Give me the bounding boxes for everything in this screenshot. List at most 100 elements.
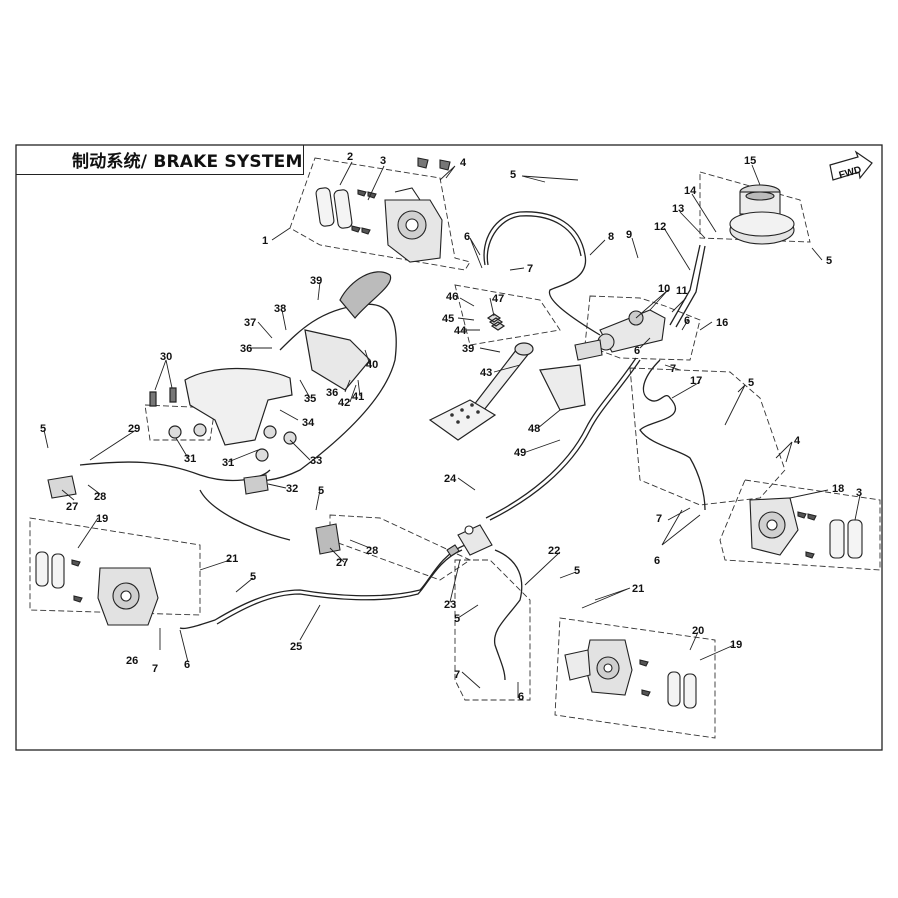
rear-brake-line-b [485, 357, 637, 519]
callout-29: 29 [128, 423, 140, 435]
brake-pad [667, 671, 681, 707]
callout-5: 5 [826, 255, 832, 267]
callout-9: 9 [626, 229, 632, 241]
title-box: 制动系统/ BRAKE SYSTEM [16, 145, 304, 175]
callout-5: 5 [318, 485, 324, 497]
pedal-arm [469, 344, 531, 416]
rear-left-caliper-group [29, 517, 201, 616]
callout-2: 2 [347, 151, 353, 163]
callout-25: 25 [290, 641, 302, 653]
callout-28: 28 [94, 491, 106, 503]
callout-33: 33 [310, 455, 322, 467]
pedal-bracket [539, 364, 586, 411]
callout-19: 19 [730, 639, 742, 651]
callout-6: 6 [464, 231, 470, 243]
callout-21: 21 [632, 583, 644, 595]
brake-pad [315, 187, 335, 227]
brake-master-cylinder [574, 309, 666, 361]
front-left-brake-hose [483, 211, 601, 336]
callout-5: 5 [748, 377, 754, 389]
rear-left-brake-line [179, 544, 466, 630]
callout-41: 41 [352, 391, 364, 403]
callout-7: 7 [656, 513, 662, 525]
pedal-spring-group [454, 284, 561, 346]
reservoir-tube [669, 244, 701, 326]
rear-right-caliper-group [554, 617, 716, 739]
callout-30: 30 [160, 351, 172, 363]
brake-fluid-reservoir [729, 184, 795, 245]
callout-47: 47 [492, 293, 504, 305]
callout-7: 7 [152, 663, 158, 675]
parking-brake-handle [304, 271, 392, 391]
callout-39: 39 [462, 343, 474, 355]
parking-bracket-group [144, 404, 216, 441]
callout-44: 44 [454, 325, 467, 337]
front-right-caliper-assembly [749, 497, 863, 559]
callout-39: 39 [310, 275, 322, 287]
parking-cable-left [79, 461, 271, 482]
rear-left-caliper-assembly [35, 551, 159, 626]
page-title: 制动系统/ BRAKE SYSTEM [72, 152, 303, 172]
callout-3: 3 [856, 487, 862, 499]
callout-36: 36 [240, 343, 252, 355]
leader-lines [43, 161, 861, 698]
callout-11: 11 [676, 285, 688, 297]
parking-brake-actuators [47, 474, 341, 555]
rear-right-caliper-assembly [564, 639, 697, 709]
callout-10: 10 [658, 283, 670, 295]
callout-36: 36 [326, 387, 338, 399]
brake-tee-fitting [446, 524, 493, 557]
callout-35: 35 [304, 393, 316, 405]
front-left-brake-hose-inner [486, 215, 582, 266]
callout-1: 1 [262, 235, 268, 247]
brake-pad [51, 553, 65, 589]
callout-23: 23 [444, 599, 456, 611]
callout-3: 3 [380, 155, 386, 167]
reservoir-group [699, 171, 811, 243]
brake-pad [847, 519, 863, 559]
callout-43: 43 [480, 367, 492, 379]
brake-pad [333, 189, 353, 229]
handle-grip [339, 271, 392, 319]
callout-7: 7 [527, 263, 533, 275]
caliper-piston-center [405, 218, 419, 232]
rear-left-brake-line-b [216, 549, 463, 625]
callout-4: 4 [794, 435, 801, 447]
callout-5: 5 [250, 571, 256, 583]
callout-20: 20 [692, 625, 704, 637]
callout-46: 46 [446, 291, 458, 303]
callout-5: 5 [574, 565, 580, 577]
callout-37: 37 [244, 317, 256, 329]
brake-lines [79, 211, 706, 681]
callout-40: 40 [366, 359, 378, 371]
pedal-pivot [514, 342, 534, 356]
callout-19: 19 [96, 513, 108, 525]
callout-32: 32 [286, 483, 298, 495]
brake-pad [829, 519, 845, 559]
small-clips [351, 189, 377, 235]
callout-49: 49 [514, 447, 526, 459]
left-actuator [47, 475, 77, 499]
callout-13: 13 [672, 203, 684, 215]
group-outlines [29, 157, 881, 739]
callout-5: 5 [454, 613, 460, 625]
center-console-bracket [149, 367, 297, 462]
callout-14: 14 [684, 185, 697, 197]
callout-12: 12 [654, 221, 666, 233]
front-left-caliper-group [289, 157, 471, 271]
callout-18: 18 [832, 483, 844, 495]
callout-31: 31 [184, 453, 196, 465]
callout-27: 27 [66, 501, 78, 513]
callout-26: 26 [126, 655, 138, 667]
front-right-hose-group [629, 367, 786, 506]
callout-6: 6 [184, 659, 190, 671]
cable-equalizer [243, 474, 269, 495]
callout-31: 31 [222, 457, 234, 469]
front-right-brake-line [639, 359, 706, 511]
callout-5: 5 [510, 169, 516, 181]
callout-34: 34 [302, 417, 315, 429]
rear-brake-line-a [489, 359, 641, 521]
callout-8: 8 [608, 231, 614, 243]
diagram-frame [15, 144, 883, 751]
